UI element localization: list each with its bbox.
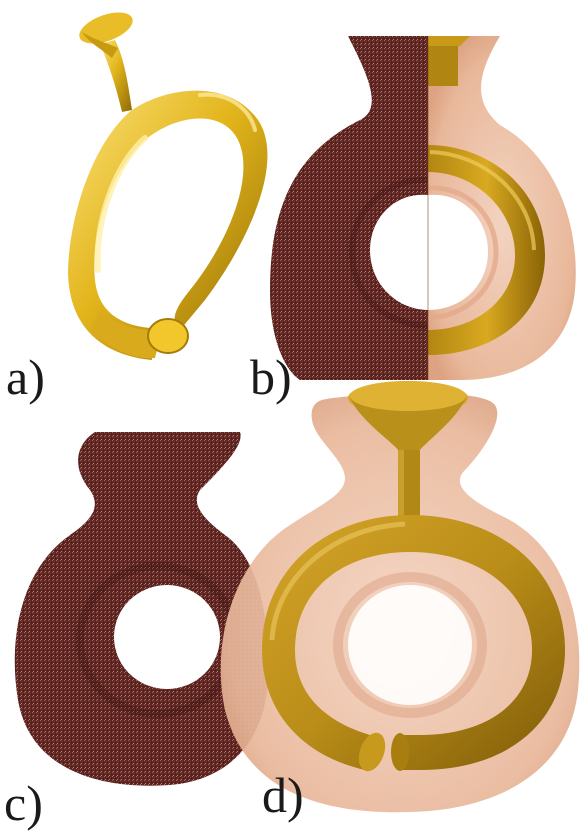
panel-label-d: d) bbox=[262, 767, 304, 823]
panel-label-b: b) bbox=[250, 349, 292, 405]
panel-c-mesh-volume bbox=[14, 432, 269, 786]
panel-label-c: c) bbox=[4, 775, 43, 831]
panel-b-cross-section bbox=[270, 36, 576, 380]
panel-label-a: a) bbox=[6, 349, 45, 405]
panel-d-assembly bbox=[220, 381, 580, 813]
panel-a-gold-torus bbox=[68, 12, 268, 361]
